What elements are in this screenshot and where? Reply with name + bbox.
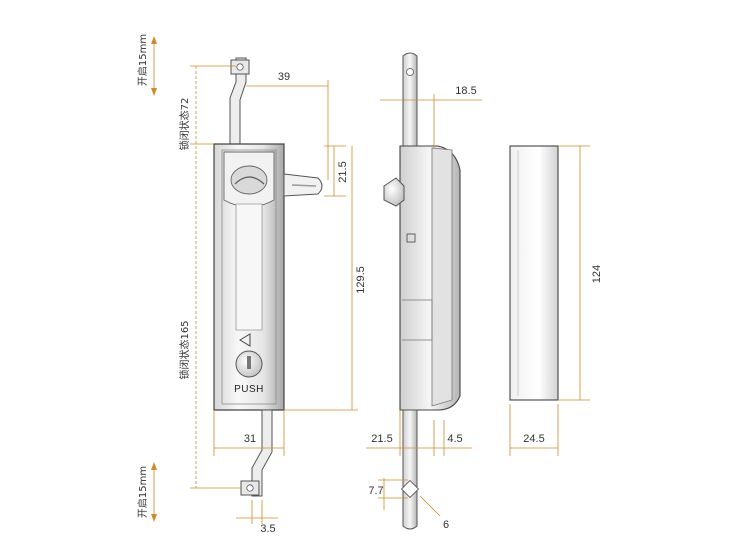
label-locked-bottom: 锁闭状态165: [178, 320, 191, 379]
lever-slot: [291, 184, 317, 187]
back-plate: [509, 145, 559, 401]
back-view: [509, 145, 559, 401]
handle-inner-edge: [221, 149, 277, 405]
top-cam-hole: [236, 63, 244, 71]
front-view: PUSH: [213, 57, 323, 497]
dim-side-base: 21.5: [371, 433, 392, 445]
side-square-marker: [406, 233, 416, 243]
dim-top-width: 39: [278, 71, 290, 83]
dim-hole-pitch: 7.7: [368, 485, 383, 497]
label-open-top: 开启15mm: [136, 34, 149, 86]
dim-hole-size: 6: [443, 519, 449, 531]
label-open-bottom: 开启15mm: [136, 466, 149, 518]
dimension-arrows: [151, 36, 157, 522]
dim-back-height: 124: [591, 265, 603, 283]
direction-triangle-icon: [239, 333, 251, 347]
head-recess: [230, 165, 268, 195]
bottom-cam-rod: [251, 409, 273, 497]
side-bottom-rod: [402, 409, 418, 530]
dimension-lines: [153, 40, 590, 524]
grip-channel: [235, 203, 263, 331]
side-flange: [431, 147, 453, 407]
side-step: [402, 299, 433, 341]
side-top-rod: [402, 52, 418, 147]
side-top-hole: [406, 68, 414, 76]
side-knob: [383, 177, 405, 207]
key-slot-icon: [247, 356, 251, 369]
dim-side-depth: 18.5: [455, 85, 476, 97]
bottom-cam-hole: [246, 484, 254, 492]
dim-handle-length: 129.5: [355, 266, 367, 294]
side-view: [383, 52, 461, 530]
dim-bottom-width: 31: [244, 433, 256, 445]
dim-side-step: 4.5: [447, 433, 462, 445]
dim-lever-height: 21.5: [337, 161, 349, 182]
head-arc: [234, 176, 265, 185]
push-label: PUSH: [234, 384, 264, 395]
label-locked-top: 锁闭状态72: [178, 98, 191, 151]
dim-back-width: 24.5: [523, 433, 544, 445]
dim-cam-offset: 3.5: [260, 523, 275, 535]
side-square-hole: [400, 479, 420, 499]
